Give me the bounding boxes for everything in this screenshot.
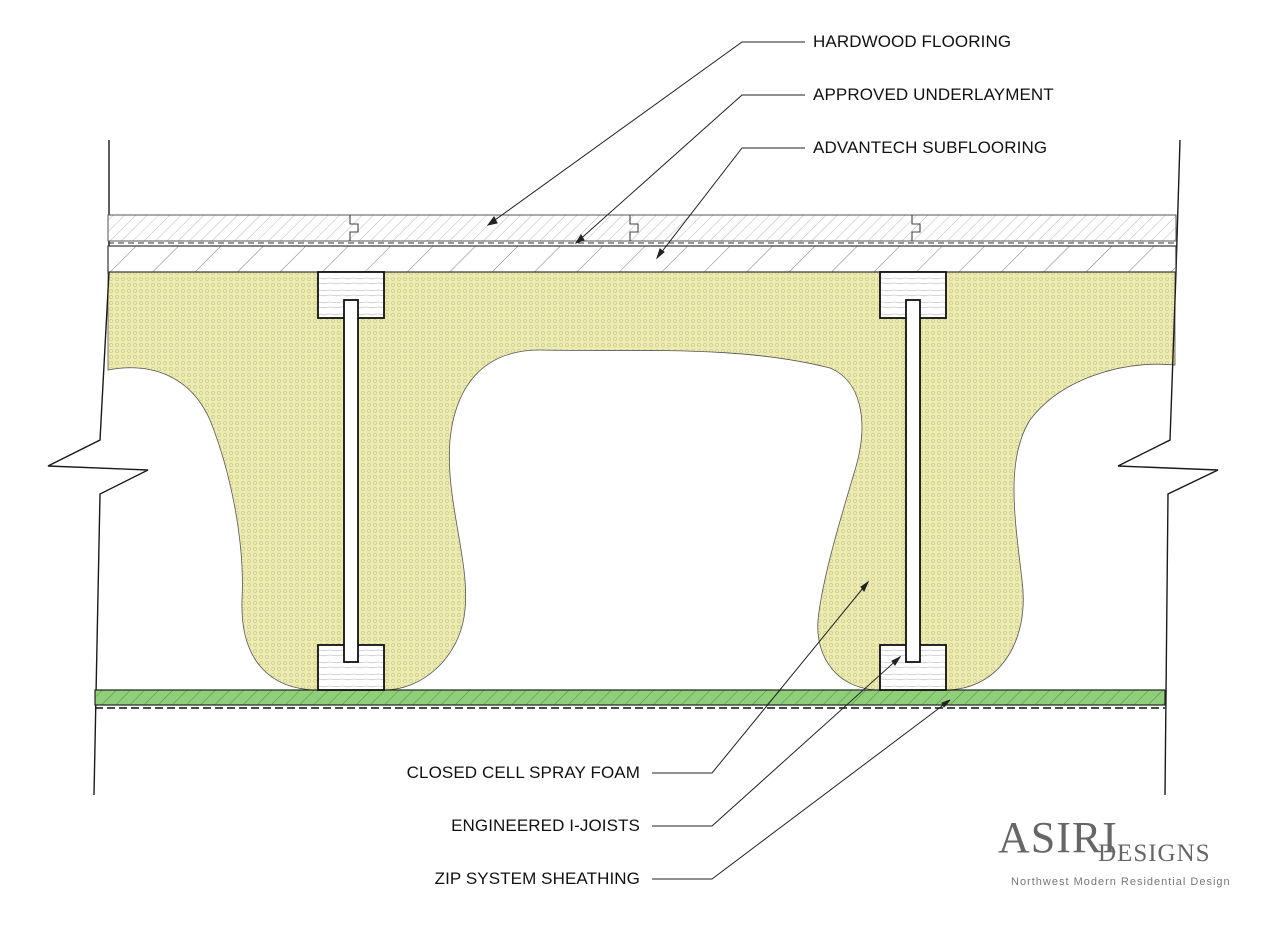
subfloor-layer: [107, 245, 1177, 273]
label-hardwood-flooring: HARDWOOD FLOORING: [813, 32, 1012, 51]
brand-tagline: Northwest Modern Residential Design: [1011, 876, 1231, 888]
label-engineered-i-joists: ENGINEERED I-JOISTS: [451, 816, 640, 835]
brand-name-main: ASIRI: [998, 813, 1118, 862]
i-joist-right: [879, 271, 947, 691]
i-joist-left: [317, 271, 385, 691]
label-zip-system-sheathing: ZIP SYSTEM SHEATHING: [434, 869, 640, 888]
brand-name-sub: DESIGNS: [1098, 840, 1211, 867]
leader-underlayment: [574, 94, 805, 244]
leader-sheathing: [652, 699, 951, 880]
label-approved-underlayment: APPROVED UNDERLAYMENT: [813, 85, 1054, 104]
leader-joists: [652, 655, 902, 827]
hardwood-flooring-layer: [107, 214, 1177, 242]
label-closed-cell-spray-foam: CLOSED CELL SPRAY FOAM: [406, 763, 640, 782]
spray-foam-fill: [107, 271, 1176, 691]
leader-foam: [652, 580, 870, 774]
leader-subfloor: [655, 147, 805, 260]
leader-hardwood: [486, 41, 805, 226]
zip-sheathing-layer: [94, 689, 1166, 706]
label-advantech-subflooring: ADVANTECH SUBFLOORING: [813, 138, 1048, 157]
